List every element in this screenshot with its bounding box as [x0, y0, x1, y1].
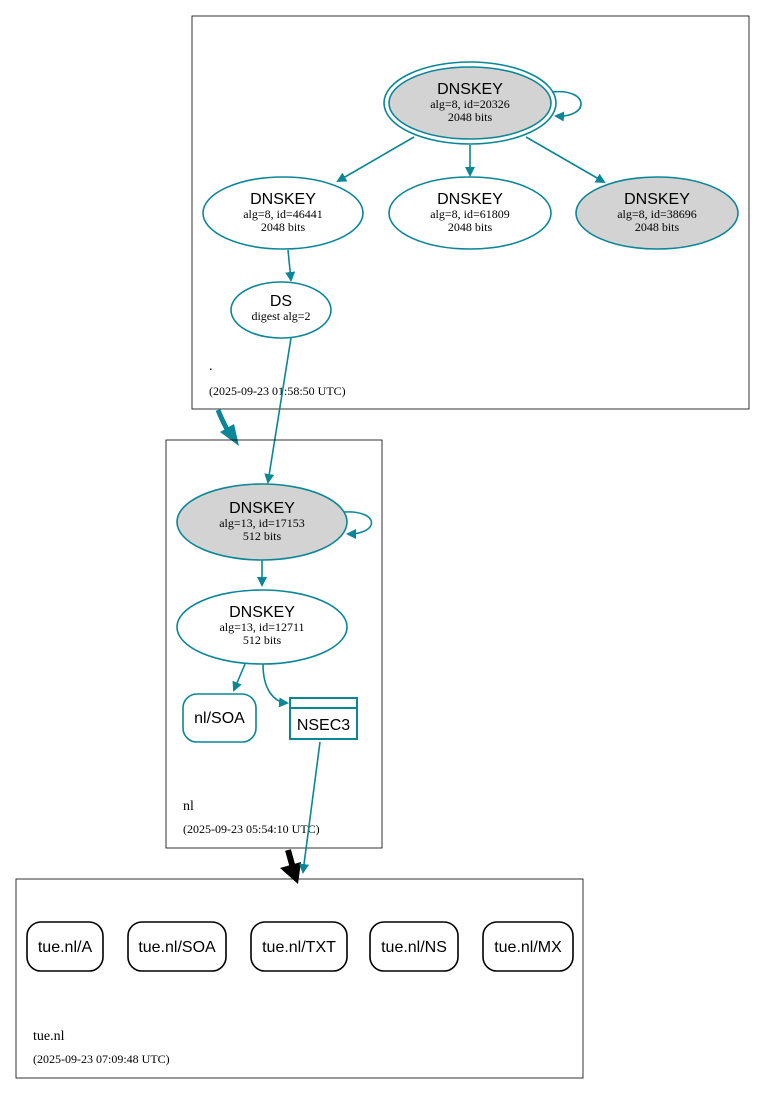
tue-a-label: tue.nl/A	[38, 939, 93, 956]
zone-tue-timestamp: (2025-09-23 07:09:48 UTC)	[33, 1052, 170, 1066]
edge-ds-to-nl-ksk	[264, 337, 292, 484]
tue-soa-node[interactable]: tue.nl/SOA	[127, 921, 227, 972]
root-zsk1-line2: 2048 bits	[261, 220, 306, 234]
root-zsk1-line1: alg=8, id=46441	[243, 207, 323, 221]
edge-nl-zsk-to-soa	[232, 663, 246, 692]
root-zsk1-title: DNSKEY	[250, 191, 316, 208]
root-zsk-46441-node[interactable]: DNSKEY alg=8, id=46441 2048 bits	[202, 176, 364, 250]
tue-a-node[interactable]: tue.nl/A	[26, 921, 104, 972]
edge-nl-zsk-to-nsec3	[262, 663, 289, 708]
nl-ksk-line1: alg=13, id=17153	[219, 516, 305, 530]
root-ds-line1: digest alg=2	[251, 309, 310, 323]
zone-tue-box	[15, 878, 584, 1079]
delegation-nl-to-tue-head	[280, 862, 301, 884]
nl-zsk-node[interactable]: DNSKEY alg=13, id=12711 512 bits	[176, 589, 348, 665]
tue-ns-node[interactable]: tue.nl/NS	[369, 921, 459, 972]
root-ksk-line1: alg=8, id=20326	[430, 97, 510, 111]
root-zsk3-line2: 2048 bits	[635, 220, 680, 234]
tue-ns-label: tue.nl/NS	[381, 939, 447, 956]
nl-soa-label: nl/SOA	[194, 710, 245, 727]
root-zsk-38696-node[interactable]: DNSKEY alg=8, id=38696 2048 bits	[575, 176, 739, 250]
nl-zsk-line1: alg=13, id=12711	[219, 620, 304, 634]
tue-txt-label: tue.nl/TXT	[262, 939, 336, 956]
zone-nl-name: nl	[183, 799, 194, 814]
root-zsk2-title: DNSKEY	[437, 191, 503, 208]
zone-tue-name: tue.nl	[33, 1029, 65, 1044]
tue-txt-node[interactable]: tue.nl/TXT	[250, 921, 348, 972]
root-ds-node[interactable]: DS digest alg=2	[230, 281, 332, 339]
tue-mx-node[interactable]: tue.nl/MX	[482, 921, 574, 972]
edge-ksk-to-zsk1	[336, 136, 415, 183]
nl-zsk-line2: 512 bits	[243, 633, 282, 647]
zone-root-timestamp: (2025-09-23 01:58:50 UTC)	[209, 384, 346, 398]
root-zsk-61809-node[interactable]: DNSKEY alg=8, id=61809 2048 bits	[388, 176, 552, 250]
nl-ksk-self-loop	[343, 511, 373, 539]
zone-nl-box	[165, 439, 383, 849]
nl-ksk-title: DNSKEY	[229, 500, 295, 517]
zone-root-name: .	[209, 359, 213, 374]
nl-soa-node[interactable]: nl/SOA	[182, 693, 257, 743]
delegation-root-to-nl-head	[220, 424, 239, 446]
zone-nl: DNSKEY alg=13, id=17153 512 bits DNSKEY …	[165, 439, 383, 849]
root-ds-title: DS	[270, 293, 292, 310]
root-ksk-self-loop	[551, 90, 582, 122]
nl-nsec3-node[interactable]: NSEC3	[289, 697, 358, 740]
edge-nsec3-to-tue	[299, 741, 321, 874]
nl-nsec3-label: NSEC3	[297, 717, 350, 734]
tue-mx-label: tue.nl/MX	[494, 939, 562, 956]
root-zsk2-line2: 2048 bits	[448, 220, 493, 234]
zone-tue: tue.nl/A tue.nl/SOA tue.nl/TXT tue.nl/NS…	[15, 878, 584, 1079]
root-ksk-node[interactable]: DNSKEY alg=8, id=20326 2048 bits	[383, 61, 557, 145]
root-ksk-title: DNSKEY	[437, 81, 503, 98]
edge-ksk-to-zsk3	[525, 136, 606, 183]
zone-root: DNSKEY alg=8, id=20326 2048 bits DNSKEY …	[191, 15, 750, 410]
nl-zsk-title: DNSKEY	[229, 604, 295, 621]
root-ksk-line2: 2048 bits	[448, 110, 493, 124]
zone-root-box	[191, 15, 750, 410]
zone-nl-timestamp: (2025-09-23 05:54:10 UTC)	[183, 822, 320, 836]
edge-zsk1-to-ds	[285, 249, 296, 282]
nl-ksk-node[interactable]: DNSKEY alg=13, id=17153 512 bits	[176, 483, 348, 561]
nl-ksk-line2: 512 bits	[243, 529, 282, 543]
root-zsk2-line1: alg=8, id=61809	[430, 207, 510, 221]
root-zsk3-title: DNSKEY	[624, 191, 690, 208]
root-zsk3-line1: alg=8, id=38696	[617, 207, 697, 221]
tue-soa-label: tue.nl/SOA	[138, 939, 216, 956]
